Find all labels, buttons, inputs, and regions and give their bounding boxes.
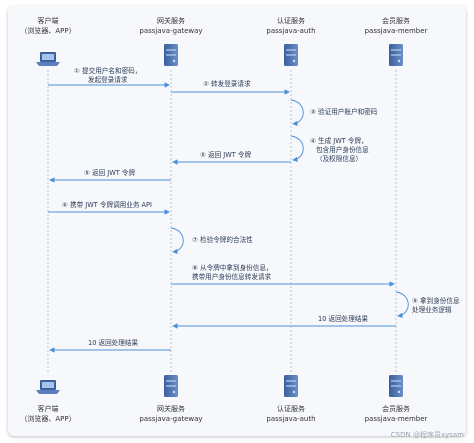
message-line: （及权限信息） — [316, 155, 363, 163]
message-line: 包含用户身份信息 — [316, 146, 369, 154]
message-label-7: ⑦ 检验令牌的合法性 — [192, 236, 253, 245]
actor-name: 会员服务 — [382, 405, 410, 413]
actor-name: 会员服务 — [382, 17, 410, 25]
actor-member-footer: 会员服务 passjava-member — [341, 404, 451, 424]
server-icon — [389, 375, 403, 397]
message-line: 处理业务逻辑 — [412, 306, 452, 314]
watermark: CSDN @程序员xysam — [390, 431, 464, 439]
message-label-10b: 10 返回处理结果 — [88, 339, 138, 348]
message-line: ⑤ 返回 JWT 令牌 — [200, 151, 252, 159]
message-label-9: ⑨ 拿到身份信息 处理业务逻辑 — [412, 297, 460, 315]
message-line: 发起登录请求 — [87, 76, 128, 84]
laptop-icon — [36, 52, 60, 66]
message-label-4: ④ 生成 JWT 令牌， 包含用户身份信息 （及权限信息） — [310, 137, 369, 164]
server-icon — [164, 375, 178, 397]
arrow-business-logic-self — [395, 291, 409, 319]
message-line: 携带用户身份信息转发请求 — [192, 273, 272, 281]
message-label-2: ② 转发登录请求 — [203, 80, 251, 89]
actor-member: 会员服务 passjava-member — [341, 16, 451, 36]
message-label-3: ③ 验证用户账户和密码 — [310, 108, 377, 117]
actor-subtitle: passjava-gateway — [139, 27, 203, 35]
message-line: 10 返回处理结果 — [318, 315, 369, 323]
actor-client-footer: 客户端 （浏览器、APP） — [0, 404, 103, 424]
server-icon — [284, 375, 298, 397]
message-line: ③ 验证用户账户和密码 — [310, 108, 378, 116]
actor-subtitle: passjava-auth — [266, 27, 316, 35]
server-icon — [164, 44, 178, 66]
message-line: ⑦ 检验令牌的合法性 — [192, 236, 253, 244]
message-line: ⑨ 拿到身份信息 — [412, 297, 460, 305]
message-label-5a: ⑤ 返回 JWT 令牌 — [200, 151, 251, 160]
message-label-5b: ⑤ 返回 JWT 令牌 — [84, 169, 135, 178]
actor-subtitle: （浏览器、APP） — [20, 415, 76, 423]
message-line: ⑤ 返回 JWT 令牌 — [84, 169, 136, 177]
actor-gateway-footer: 网关服务 passjava-gateway — [116, 404, 226, 424]
actor-subtitle: passjava-gateway — [139, 415, 203, 423]
actor-auth: 认证服务 passjava-auth — [236, 16, 346, 36]
message-line: ② 转发登录请求 — [203, 80, 251, 88]
laptop-icon — [36, 380, 60, 394]
message-line: ④ 生成 JWT 令牌， — [310, 137, 368, 145]
actor-gateway: 网关服务 passjava-gateway — [116, 16, 226, 36]
message-line: ⑥ 携带 JWT 令牌调用业务 API — [62, 201, 152, 209]
actor-name: 网关服务 — [157, 405, 185, 413]
actor-subtitle: passjava-auth — [266, 415, 316, 423]
actor-name: 认证服务 — [277, 17, 305, 25]
actor-subtitle: （浏览器、APP） — [20, 27, 76, 35]
actor-name: 网关服务 — [157, 17, 185, 25]
arrow-verify-self — [290, 99, 304, 127]
message-label-10a: 10 返回处理结果 — [318, 315, 368, 324]
message-line: 10 返回处理结果 — [88, 339, 139, 347]
actor-name: 客户端 — [37, 17, 59, 25]
arrow-generate-jwt-self — [290, 135, 304, 163]
server-icon — [389, 44, 403, 66]
message-label-6: ⑥ 携带 JWT 令牌调用业务 API — [62, 201, 152, 210]
diagram-frame — [8, 6, 466, 436]
actor-subtitle: passjava-member — [364, 415, 428, 423]
server-icon — [284, 44, 298, 66]
actor-name: 认证服务 — [277, 405, 305, 413]
message-line: ① 提交用户名和密码， — [74, 67, 142, 75]
actor-client: 客户端 （浏览器、APP） — [0, 16, 103, 36]
message-line: ⑧ 从令牌中拿到身份信息， — [192, 264, 273, 272]
actor-subtitle: passjava-member — [364, 27, 428, 35]
message-label-1: ① 提交用户名和密码， 发起登录请求 — [74, 67, 141, 85]
message-label-8: ⑧ 从令牌中拿到身份信息， 携带用户身份信息转发请求 — [192, 264, 273, 282]
actor-auth-footer: 认证服务 passjava-auth — [236, 404, 346, 424]
arrow-validate-token-self — [170, 227, 184, 255]
actor-name: 客户端 — [37, 405, 59, 413]
